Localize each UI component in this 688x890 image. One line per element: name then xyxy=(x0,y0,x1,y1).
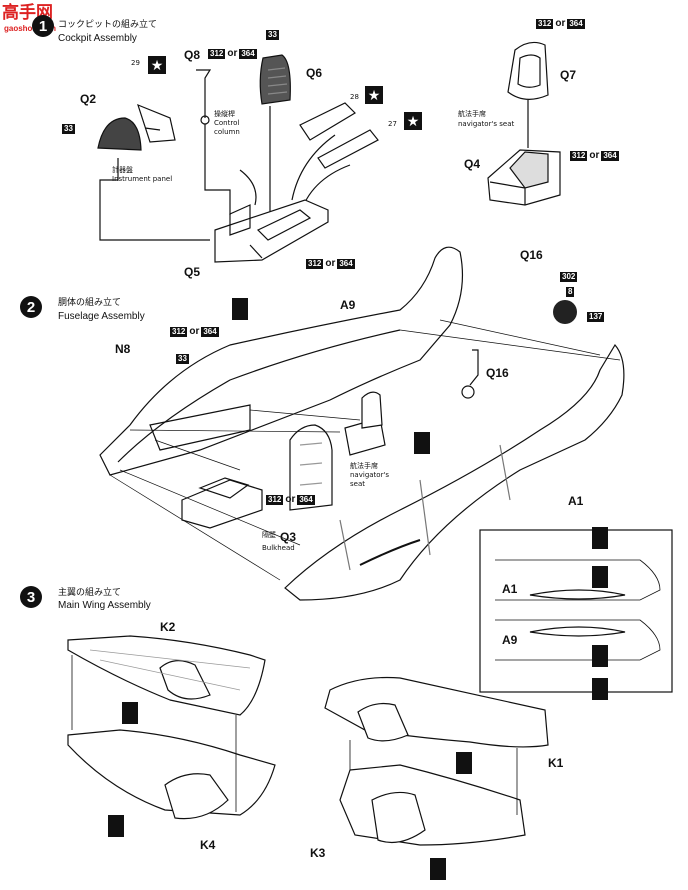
part-q2-label: Q2 xyxy=(80,92,97,106)
code-312-d: 312 xyxy=(570,150,588,161)
or-text-f: or xyxy=(285,494,296,505)
part-q7-label: Q7 xyxy=(560,68,577,82)
logo-url: gaoshou.com xyxy=(4,24,57,33)
or-text-d: or xyxy=(589,150,600,161)
or-text-e: or xyxy=(189,326,200,337)
decal-29-label: 29 xyxy=(131,59,140,67)
navigator-seat2-jp: 航法手席 xyxy=(350,462,378,470)
step-1-number: 1 xyxy=(32,15,54,37)
q7-option: 312 or 364 xyxy=(536,18,585,29)
part-k1-label: K1 xyxy=(548,756,564,770)
navigator-seat2-en2: seat xyxy=(350,480,365,488)
part-q16-label-b: Q16 xyxy=(486,366,509,380)
part-q8-label: Q8 xyxy=(184,48,201,62)
part-q4-label: Q4 xyxy=(464,157,481,171)
part-a9-label: A9 xyxy=(340,298,356,312)
control-column-en1: Control xyxy=(214,119,240,127)
inset-a1-label: A1 xyxy=(502,582,518,596)
code-312-e: 312 xyxy=(170,326,188,337)
code-312-b: 312 xyxy=(306,258,324,269)
code-312-f: 312 xyxy=(266,494,284,505)
or-text-b: or xyxy=(325,258,336,269)
code-302: 302 xyxy=(560,272,578,282)
step-2-number: 2 xyxy=(20,296,42,318)
inset-paint-bottom-icon xyxy=(592,678,608,700)
part-q5-label: Q5 xyxy=(184,265,201,279)
decal-28-label: 28 xyxy=(350,93,359,101)
code-364-e: 364 xyxy=(201,326,219,337)
wing-paint-icon-4 xyxy=(430,858,446,880)
part-q3-label: Q3 xyxy=(280,530,297,544)
step-1-title-jp: コックピットの組み立て xyxy=(58,20,158,30)
code-33-b: 33 xyxy=(266,30,279,40)
code-364-d: 364 xyxy=(601,150,619,161)
step-2-title-jp: 胴体の組み立て xyxy=(58,298,122,308)
part-k4-label: K4 xyxy=(200,838,216,852)
wing-paint-icon-1 xyxy=(122,702,138,724)
part-k2-label: K2 xyxy=(160,620,176,634)
part-n8-label: N8 xyxy=(115,342,131,356)
instrument-panel-en: Instrument panel xyxy=(112,175,173,183)
navigator-seat2-en1: navigator's xyxy=(350,471,390,479)
part-a1-label: A1 xyxy=(568,494,584,508)
cockpit-option: 312 or 364 xyxy=(266,494,315,505)
decal-star-icon-3: ★ xyxy=(404,112,422,130)
paint-marker-icon xyxy=(232,298,248,320)
step-3-number: 3 xyxy=(20,586,42,608)
step-2-title-en: Fuselage Assembly xyxy=(58,311,145,322)
code-364-c: 364 xyxy=(567,18,585,29)
decal-star-icon-2: ★ xyxy=(365,86,383,104)
code-33-a: 33 xyxy=(62,124,75,134)
control-column-jp: 操縦桿 xyxy=(214,110,235,118)
q5-option: 312 or 364 xyxy=(306,258,355,269)
code-364-f: 364 xyxy=(297,494,315,505)
step-3-title-en: Main Wing Assembly xyxy=(58,600,151,611)
inset-paint-a9-icon xyxy=(592,645,608,667)
inset-a9-label: A9 xyxy=(502,633,518,647)
instrument-panel-part xyxy=(97,117,142,151)
bulkhead-jp: 隔壁 xyxy=(262,531,276,539)
step-3-title-jp: 主翼の組み立て xyxy=(58,588,122,598)
seat-q6-part xyxy=(259,54,291,105)
paint-marker-icon-2 xyxy=(414,432,430,454)
code-312: 312 xyxy=(208,48,226,59)
wing-paint-icon-3 xyxy=(456,752,472,774)
or-text-c: or xyxy=(555,18,566,29)
code-33-c: 33 xyxy=(176,354,189,364)
inset-paint-a1-icon xyxy=(592,566,608,588)
code-364-b: 364 xyxy=(337,258,355,269)
navigator-seat-en: navigator's seat xyxy=(458,120,515,128)
q8-option: 312 or 364 xyxy=(208,48,257,59)
instrument-panel-jp: 計器盤 xyxy=(112,166,133,174)
code-137: 137 xyxy=(587,312,605,322)
or-text: or xyxy=(227,48,238,59)
a9-option: 312 or 364 xyxy=(170,326,219,337)
wheel-icon xyxy=(553,300,577,324)
q4-option: 312 or 364 xyxy=(570,150,619,161)
code-8: 8 xyxy=(566,287,575,297)
part-q16-label-a: Q16 xyxy=(520,248,543,262)
code-312-c: 312 xyxy=(536,18,554,29)
step-1-title-en: Cockpit Assembly xyxy=(58,33,137,44)
control-column-en2: column xyxy=(214,128,240,136)
part-k3-label: K3 xyxy=(310,846,326,860)
navigator-seat-jp: 航法手席 xyxy=(458,110,486,118)
part-q6-label: Q6 xyxy=(306,66,323,80)
inset-paint-top-icon xyxy=(592,527,608,549)
bulkhead-en: Bulkhead xyxy=(262,544,295,552)
code-364: 364 xyxy=(239,48,257,59)
wing-paint-icon-2 xyxy=(108,815,124,837)
decal-star-icon: ★ xyxy=(148,56,166,74)
decal-27-label: 27 xyxy=(388,120,397,128)
